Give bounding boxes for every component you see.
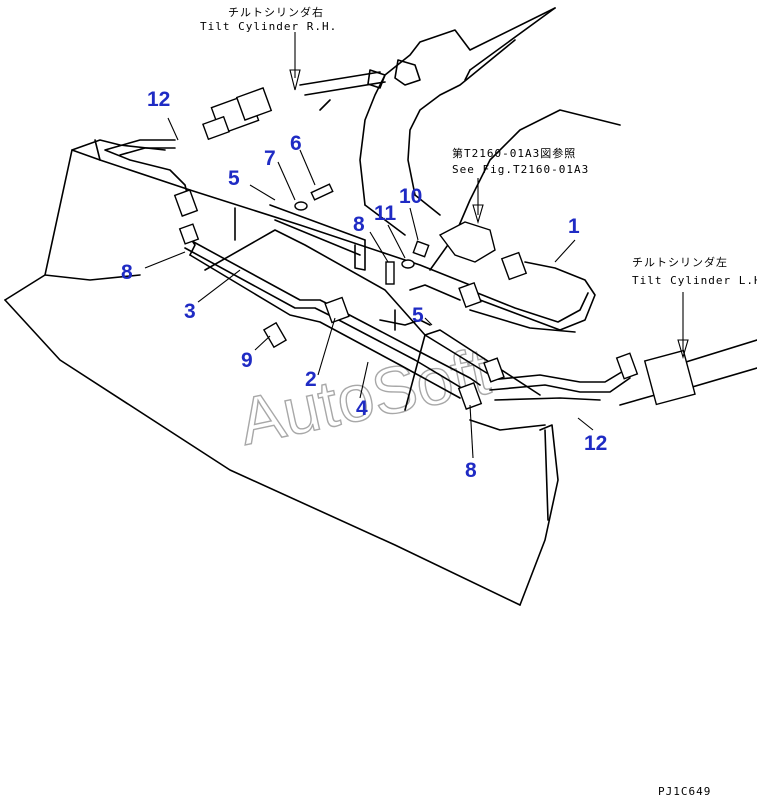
drawing-code: PJ1C649: [658, 785, 711, 798]
machine-frame: [299, 7, 621, 271]
part-number-1: 1: [568, 215, 580, 238]
part-number-6: 6: [290, 132, 302, 155]
leader-lines: [144, 32, 689, 459]
part-number-10: 10: [399, 185, 422, 208]
part-number-8-left: 8: [121, 261, 133, 284]
part-number-8-mid: 8: [353, 213, 365, 236]
tilt-cylinder-lh-jp: チルトシリンダ左: [632, 255, 728, 269]
part-number-12-right: 12: [584, 432, 607, 455]
part-number-8-bottom: 8: [465, 459, 477, 482]
part-number-5-mid: 5: [412, 304, 424, 327]
fittings: [173, 87, 696, 410]
part-number-3: 3: [184, 300, 196, 323]
part-number-11: 11: [374, 202, 397, 225]
part-number-12-top: 12: [147, 88, 170, 111]
tilt-cylinder-rh-jp: チルトシリンダ右: [228, 5, 324, 19]
part-number-9: 9: [241, 349, 253, 372]
see-figure-jp: 第T2160-01A3図参照: [452, 146, 576, 160]
see-figure-en: See Fig.T2160-01A3: [452, 163, 589, 176]
part-number-5-top: 5: [228, 167, 240, 190]
tilt-cylinder-rh-en: Tilt Cylinder R.H.: [200, 20, 337, 33]
part-number-2: 2: [305, 368, 317, 391]
tilt-cylinder-lh-en: Tilt Cylinder L.H.: [632, 274, 757, 287]
part-number-7: 7: [264, 147, 276, 170]
part-number-4: 4: [356, 397, 368, 420]
